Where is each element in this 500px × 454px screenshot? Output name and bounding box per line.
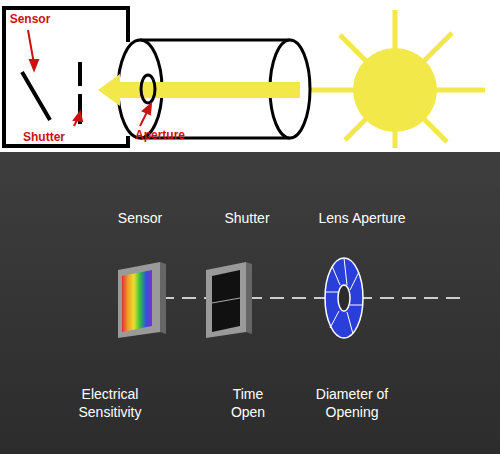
aperture-ring — [141, 75, 155, 103]
aperture-blades — [326, 258, 362, 334]
camera-body — [4, 8, 128, 146]
light-beam — [98, 74, 300, 106]
part-label: Aperture — [135, 128, 185, 142]
shutter-frame — [206, 262, 246, 338]
part-label: Sensor — [10, 12, 51, 26]
property-label: Electrical Sensitivity — [55, 386, 165, 421]
leader-lines — [28, 30, 151, 126]
dark-panel — [0, 152, 500, 454]
sun-rays — [310, 10, 485, 148]
property-label: Diameter of Opening — [292, 386, 412, 421]
shutter-blade — [78, 62, 82, 86]
sensor-chip — [122, 270, 152, 332]
optical-axis — [160, 297, 465, 299]
part-label: Lens Aperture — [318, 210, 405, 228]
part-label: Sensor — [118, 210, 162, 228]
part-label: Shutter — [23, 130, 65, 144]
sun — [353, 48, 437, 132]
sensor-plate — [22, 72, 50, 120]
aperture-disk — [325, 258, 363, 338]
sensor-frame — [118, 262, 160, 338]
shutter-window — [212, 270, 240, 332]
property-label: Time Open — [218, 386, 278, 421]
part-label: Shutter — [224, 210, 269, 228]
